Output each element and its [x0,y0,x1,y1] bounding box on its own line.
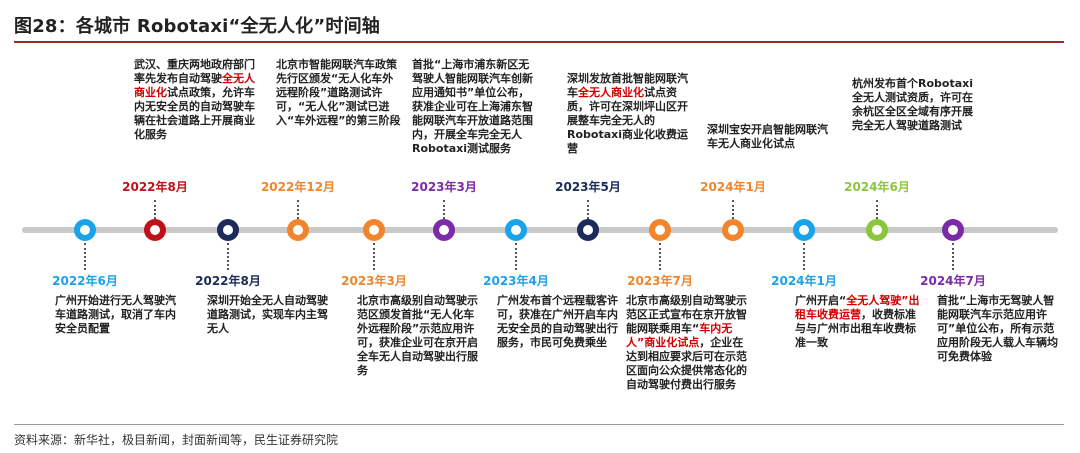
highlighted-text: 全无人商业化 [134,72,255,99]
event-date: 2022年6月 [52,274,118,288]
event-text-segment: 杭州发布首个Robotaxi全无人测试资质，许可在余杭区全区全域有序开展完全无人… [852,77,974,132]
event-date: 2023年4月 [483,274,549,288]
event-description: 广州开始进行无人驾驶汽车道路测试，取消了车内安全员配置 [55,294,183,336]
event-description: 深圳发放首批智能网联汽车全无人商业化试点资质，许可在深圳坪山区开展整车完全无人的… [567,72,695,156]
timeline-axis [22,227,1058,233]
timeline-node [217,219,239,241]
event-description: 广州开启“全无人驾驶”出租车收费运营，收费标准与与广州市出租车收费标准一致 [795,294,923,350]
event-text-segment: ，收费标准与与广州市出租车收费标准一致 [795,308,916,349]
timeline-node [942,219,964,241]
node-connector [803,243,805,270]
figure-title: 图28：各城市 Robotaxi“全无人化”时间轴 [14,16,380,37]
event-date: 2023年3月 [411,180,477,194]
event-date: 2023年5月 [555,180,621,194]
timeline-node [722,219,744,241]
event-text-segment: 广州发布首个远程载客许可，获准在广州开启车内无安全员的自动驾驶出行服务，市民可免… [497,294,618,349]
event-description: 深圳开始全无人自动驾驶道路测试，实现车内主驾无人 [207,294,335,336]
event-description: 深圳宝安开启智能网联汽车无人商业化试点 [707,123,835,151]
event-description: 北京市高级别自动驾驶示范区正式宣布在京开放智能网联乘用车“车内无人”商业化试点，… [626,294,754,392]
event-description: 广州发布首个远程载客许可，获准在广州开启车内无安全员的自动驾驶出行服务，市民可免… [497,294,625,350]
timeline-node [577,219,599,241]
event-description: 首批“上海市无驾驶人智能网联汽车示范应用许可”单位公布，所有示范应用阶段无人载人… [937,294,1065,364]
node-connector [297,200,299,219]
node-connector [659,243,661,270]
event-date: 2024年7月 [920,274,986,288]
event-description: 武汉、重庆两地政府部门率先发布自动驾驶全无人商业化试点政策，允许车内无安全员的自… [134,58,262,142]
event-date: 2022年8月 [195,274,261,288]
node-connector [952,243,954,270]
event-description: 杭州发布首个Robotaxi全无人测试资质，许可在余杭区全区全域有序开展完全无人… [852,77,980,133]
event-text-segment: 广州开启“ [795,294,847,307]
event-date: 2024年1月 [771,274,837,288]
event-date: 2023年7月 [627,274,693,288]
footnote-rule [14,424,1064,425]
event-text-segment: 深圳开始全无人自动驾驶道路测试，实现车内主驾无人 [207,294,328,335]
title-rule [14,41,1064,43]
highlighted-text: 车内无人”商业化试点 [626,322,733,349]
event-text-segment: 北京市高级别自动驾驶示范区颁发首批“无人化车外远程阶段”示范应用许可，获准企业可… [357,294,478,377]
event-description: 北京市高级别自动驾驶示范区颁发首批“无人化车外远程阶段”示范应用许可，获准企业可… [357,294,485,378]
event-text-segment: 北京市智能网联汽车政策先行区颁发“无人化车外远程阶段”道路测试许可，“无人化”测… [276,58,401,127]
timeline-node [649,219,671,241]
node-connector [227,243,229,270]
timeline-node [74,219,96,241]
event-date: 2024年6月 [844,180,910,194]
node-connector [732,200,734,219]
source-note: 资料来源：新华社，极目新闻，封面新闻等，民生证券研究院 [14,433,339,447]
event-text-segment: 首批“上海市无驾驶人智能网联汽车示范应用许可”单位公布，所有示范应用阶段无人载人… [937,294,1058,363]
node-connector [154,200,156,219]
event-description: 首批“上海市浦东新区无驾驶人智能网联汽车创新应用通知书”单位公布，获准企业可在上… [412,58,540,156]
timeline-node [505,219,527,241]
event-date: 2022年8月 [122,180,188,194]
event-text-segment: 武汉、重庆两地政府部门率先发布自动驾驶 [134,58,255,85]
event-description: 北京市智能网联汽车政策先行区颁发“无人化车外远程阶段”道路测试许可，“无人化”测… [276,58,404,128]
node-connector [84,243,86,270]
event-date: 2023年3月 [341,274,407,288]
node-connector [876,200,878,219]
event-text-segment: 北京市高级别自动驾驶示范区正式宣布在京开放智能网联乘用车“ [626,294,747,335]
event-text-segment: 首批“上海市浦东新区无驾驶人智能网联汽车创新应用通知书”单位公布，获准企业可在上… [412,58,533,155]
event-date: 2024年1月 [700,180,766,194]
event-text-segment: 深圳发放首批智能网联汽车 [567,72,688,99]
node-connector [515,243,517,270]
highlighted-text: 全无人驾驶”出租车收费运营 [795,294,920,321]
event-text-segment: 广州开始进行无人驾驶汽车道路测试，取消了车内安全员配置 [55,294,176,335]
event-text-segment: ，企业在达到相应要求后可在示范区面向公众提供常态化的自动驾驶付费出行服务 [626,336,747,391]
node-connector [587,200,589,219]
timeline-node [793,219,815,241]
timeline-node [433,219,455,241]
node-connector [373,243,375,270]
event-text-segment: 试点资质，许可在深圳坪山区开展整车完全无人的Robotaxi商业化收费运营 [567,86,689,155]
event-text-segment: 试点政策，允许车内无安全员的自动驾驶车辆在社会道路上开展商业化服务 [134,86,255,141]
event-text-segment: 深圳宝安开启智能网联汽车无人商业化试点 [707,123,828,150]
highlighted-text: 全无人商业化 [578,86,644,99]
event-date: 2022年12月 [260,180,336,194]
timeline-node [287,219,309,241]
node-connector [443,200,445,219]
timeline-node [144,219,166,241]
timeline-node [866,219,888,241]
timeline-node [363,219,385,241]
